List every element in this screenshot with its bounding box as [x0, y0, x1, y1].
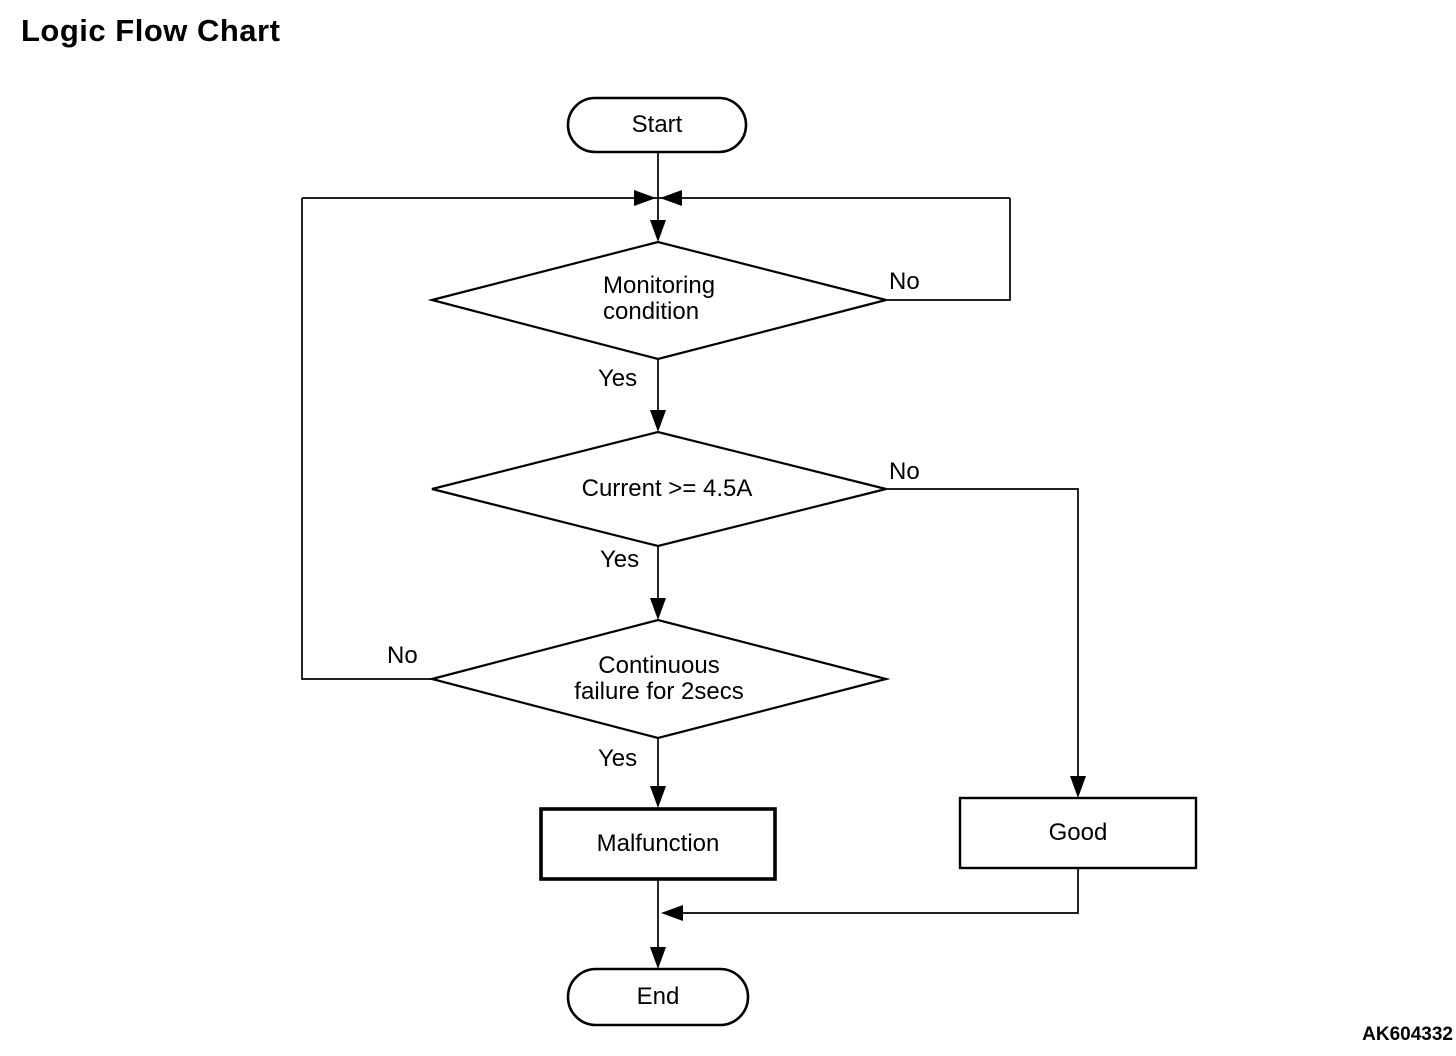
- malfunction-process-shape: [539, 807, 777, 881]
- page-title: Logic Flow Chart: [21, 13, 281, 48]
- arrowhead-junction-left-icon: [660, 190, 682, 206]
- arrowhead-into-malfunction-icon: [650, 786, 666, 808]
- continuous-no-label: No: [387, 642, 418, 669]
- arrowhead-junction-right-icon: [634, 190, 656, 206]
- good-process-label: Good: [1048, 819, 1108, 846]
- node-shapes: [427, 96, 1198, 1027]
- monitoring-decision-shape: [427, 240, 887, 361]
- figure-code: AK604332: [1362, 1024, 1453, 1045]
- arrowhead-into-continuous-icon: [650, 598, 666, 620]
- current-decision-shape: [431, 430, 887, 548]
- connector-continuous-no-loop: [301, 198, 432, 680]
- current-decision-label: Current >= 4.5A: [581, 475, 753, 502]
- connector-monitoring-no-loop: [886, 198, 1011, 301]
- arrowhead-merge-left-icon: [661, 905, 683, 921]
- arrowheads: [634, 190, 1086, 969]
- good-process-shape: [958, 796, 1198, 870]
- end-terminal-label: End: [636, 983, 680, 1010]
- start-terminal-label: Start: [631, 111, 683, 138]
- continuous-decision-label: Continuous failure for 2secs: [574, 652, 744, 705]
- connector-current-no-to-good: [886, 488, 1079, 794]
- arrowhead-into-monitoring-icon: [650, 220, 666, 242]
- malfunction-process-label: Malfunction: [596, 830, 720, 857]
- current-no-label: No: [889, 458, 920, 485]
- continuous-decision-shape: [427, 618, 891, 740]
- arrowhead-into-end-icon: [650, 947, 666, 969]
- monitoring-no-label: No: [889, 268, 920, 295]
- end-terminal-shape: [566, 967, 750, 1027]
- start-terminal-shape: [566, 96, 748, 154]
- arrowhead-into-good-icon: [1070, 776, 1086, 798]
- connector-good-to-merge: [666, 868, 1079, 914]
- monitoring-yes-label: Yes: [598, 365, 638, 392]
- arrowhead-into-current-icon: [650, 410, 666, 432]
- continuous-yes-label: Yes: [598, 745, 638, 772]
- current-yes-label: Yes: [600, 546, 640, 573]
- monitoring-decision-label: Monitoring condition: [603, 272, 716, 325]
